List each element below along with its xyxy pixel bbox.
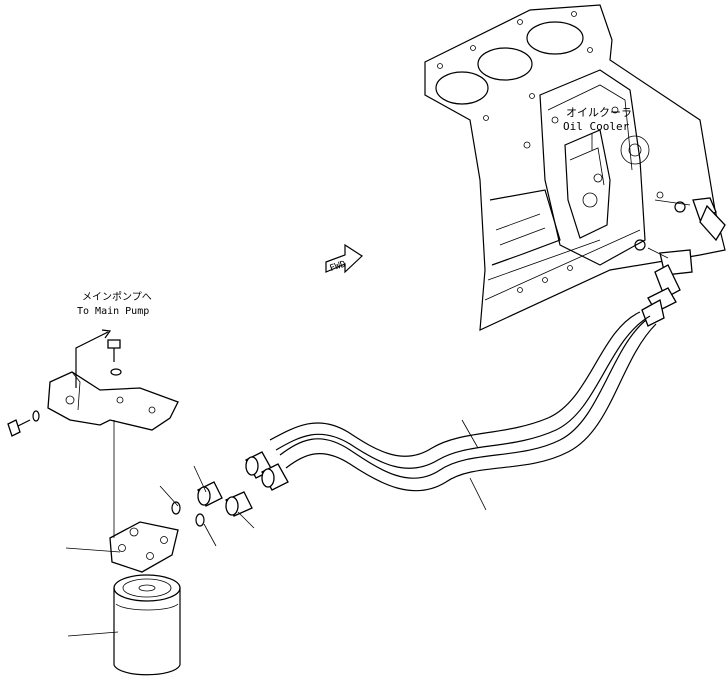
- bolt-horizontal: [7, 410, 40, 437]
- adapter-lower: [225, 491, 253, 517]
- fwd-label: FWD: [329, 260, 348, 275]
- o-ring-lower: [195, 513, 205, 527]
- hose-assembly: [245, 287, 677, 492]
- main-pump-label-jp: メインポンプへ: [82, 291, 152, 303]
- callout-leaders: [65, 419, 487, 637]
- mounting-bracket: [47, 371, 179, 431]
- bolt-vertical: [107, 339, 122, 376]
- oil-cooler-label-jp: オイルクーラ: [566, 106, 632, 119]
- o-ring-upper: [171, 501, 181, 515]
- main-pump-label-en: To Main Pump: [77, 306, 149, 317]
- adapter-upper: [197, 481, 223, 507]
- elbow-fitting-upper: [654, 197, 726, 242]
- oil-cooler-label-en: Oil Cooler: [563, 120, 630, 133]
- oil-filter-cartridge: [113, 574, 181, 676]
- fwd-arrow-icon: FWD: [325, 243, 363, 275]
- filter-head: [109, 420, 179, 573]
- main-pump-arrow: [75, 331, 109, 388]
- elbow-fitting-lower: [634, 239, 693, 299]
- engine-block: [424, 4, 726, 331]
